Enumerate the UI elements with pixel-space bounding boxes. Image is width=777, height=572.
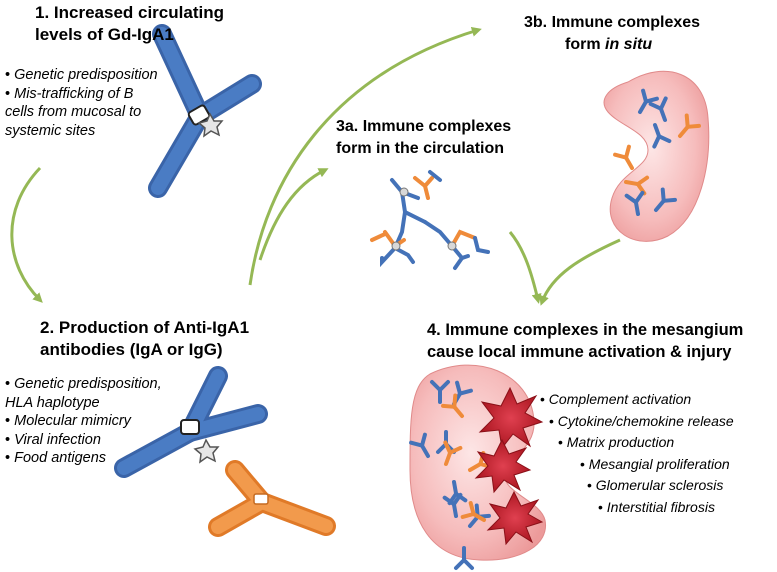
section-1-bullets: • Genetic predisposition • Mis-trafficki… xyxy=(5,66,158,140)
list-item: cells from mucosal to xyxy=(5,104,142,120)
section-2-title-line-2: antibodies (IgA or IgG) xyxy=(40,340,223,359)
list-item: • Mis-trafficking of B xyxy=(5,85,134,102)
arrow-1-to-2 xyxy=(10,166,43,303)
list-item: • Complement activation xyxy=(540,391,692,407)
list-item: • Genetic predisposition, xyxy=(5,376,162,392)
arrow-2-to-3a xyxy=(258,168,329,261)
injury-burst-icon xyxy=(474,386,544,546)
section-3b-title: 3b. Immune complexes form in situ xyxy=(524,12,700,56)
section-3a-title-line-2: form in the circulation xyxy=(336,140,505,157)
galactose-deficient-glycan-icon xyxy=(197,112,224,138)
list-item: • Matrix production xyxy=(558,434,675,450)
list-item: • Molecular mimicry xyxy=(5,413,131,429)
section-2-title-line-1: 2. Production of Anti-IgA1 xyxy=(40,318,250,337)
section-2-title: 2. Production of Anti-IgA1 antibodies (I… xyxy=(40,317,249,361)
list-item: • Viral infection xyxy=(5,431,101,448)
list-item: • Cytokine/chemokine release xyxy=(549,412,734,429)
list-item: • Genetic predisposition xyxy=(5,67,158,83)
arrow-3b-to-4 xyxy=(539,238,621,306)
list-item: • Interstitial fibrosis xyxy=(598,498,715,515)
arrow-2-to-3b xyxy=(248,26,482,286)
list-item: • Mesangial proliferation xyxy=(580,455,730,472)
antibody-icon xyxy=(208,460,336,537)
antibody-icon xyxy=(148,24,262,198)
list-item: HLA haplotype xyxy=(5,394,100,411)
section-1-title: 1. Increased circulating levels of Gd-Ig… xyxy=(35,2,224,46)
antibody-icon xyxy=(114,366,268,478)
list-item: • Glomerular sclerosis xyxy=(587,477,724,493)
section-3a-title: 3a. Immune complexes form in the circula… xyxy=(336,116,511,160)
list-item: • Food antigens xyxy=(5,450,107,466)
section-3b-title-line-1: 3b. Immune complexes xyxy=(524,14,701,31)
section-3b-title-italic: in situ xyxy=(605,36,653,53)
antibody-icon xyxy=(370,170,490,270)
section-4-title: 4. Immune complexes in the mesangium cau… xyxy=(427,319,743,363)
section-4-title-line-1: 4. Immune complexes in the mesangium xyxy=(427,321,744,339)
section-3a-title-line-1: 3a. Immune complexes xyxy=(336,118,512,135)
section-1-title-line-1: 1. Increased circulating xyxy=(35,3,224,22)
section-4-title-line-2: cause local immune activation & injury xyxy=(427,343,732,361)
list-item: systemic sites xyxy=(5,122,96,139)
section-1-title-line-2: levels of Gd-IgA1 xyxy=(35,25,174,44)
section-4-bullets: • Complement activation • Cytokine/chemo… xyxy=(540,389,734,518)
section-2-bullets: • Genetic predisposition, HLA haplotype … xyxy=(5,375,162,468)
arrow-3a-to-4 xyxy=(508,231,542,304)
galactose-deficient-glycan-icon xyxy=(193,438,220,464)
section-3b-title-line-2: form in situ xyxy=(565,36,653,53)
